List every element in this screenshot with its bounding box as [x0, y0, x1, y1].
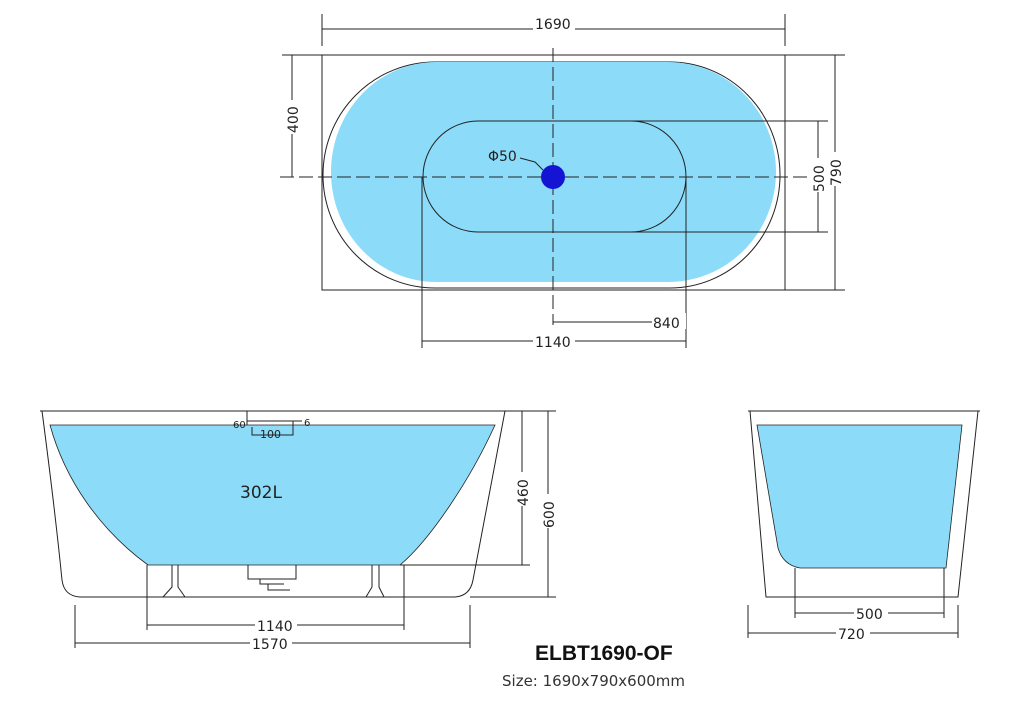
top-view: Φ50 1690 400 790 500 840 1140	[280, 14, 845, 351]
end-view: 500 720	[747, 410, 980, 643]
overflow-detail: 60 100 6	[233, 411, 310, 441]
overflow-dim-a: 60	[233, 420, 246, 431]
end-water	[756, 424, 963, 569]
dim-end-width: 720	[838, 627, 865, 643]
dim-end-base: 500	[856, 607, 883, 623]
model-title: ELBT1690-OF	[535, 642, 673, 665]
drain-label: Φ50	[488, 149, 517, 165]
dim-inner-length: 1140	[535, 335, 571, 351]
size-label: Size: 1690x790x600mm	[502, 672, 686, 690]
dim-half: 840	[653, 316, 680, 332]
dim-inner-width: 500	[812, 165, 828, 192]
dim-width: 1690	[535, 17, 571, 33]
end-outline	[748, 410, 980, 598]
dim-height: 600	[542, 501, 558, 528]
overflow-dim-b: 100	[260, 428, 281, 441]
overflow-dim-c: 6	[304, 418, 310, 429]
dim-water-depth: 460	[516, 479, 532, 506]
drain-leader	[519, 157, 544, 171]
dim-depth: 790	[829, 159, 845, 186]
feet-and-waste	[162, 565, 385, 598]
side-view: 302L 60 100 6 460 600 1140 1570	[40, 410, 558, 653]
drain-icon	[541, 165, 565, 189]
side-outline	[40, 410, 528, 598]
dim-offset: 400	[286, 106, 302, 133]
volume-label: 302L	[240, 483, 282, 503]
dim-base-length: 1140	[257, 619, 293, 635]
dim-length: 1570	[252, 637, 288, 653]
